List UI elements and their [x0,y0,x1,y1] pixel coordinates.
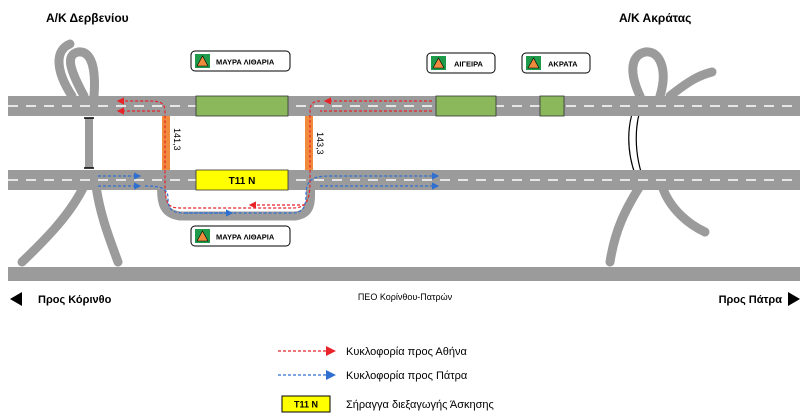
tunnel-mavra-litharia-upper [195,95,289,117]
tunnel-akrata [539,95,565,117]
crossover-right-km: 143,3 [315,132,325,155]
legend-athens-arrow-icon [326,346,336,356]
old-national-road [8,267,800,281]
sign-label: ΜΑΥΡΑ ΛΙΘΑΡΙΑ [216,233,275,242]
legend-athens-label: Κυκλοφορία προς Αθήνα [346,346,467,358]
legend-patra-arrow-icon [326,370,336,380]
legend-patra-label: Κυκλοφορία προς Πάτρα [346,370,468,382]
left-median-gap [85,118,93,168]
direction-left-label: Προς Κόρινθο [38,294,112,306]
crossover-left [162,116,170,170]
arrow-left-icon [10,292,22,306]
legend: Κυκλοφορία προς Αθήνα Κυκλοφορία προς Πά… [278,346,494,413]
tunnel-aigeira [435,95,497,117]
tunnel-warning-icon [527,57,540,69]
sign-label: ΑΚΡΑΤΑ [548,60,578,69]
diversion-road [157,181,316,221]
interchange-right-label: Α/Κ Ακράτας [619,11,691,25]
sign-akrata: ΑΚΡΑΤΑ [521,52,591,74]
interchange-left-label: Α/Κ Δερβενίου [46,11,129,25]
crossover-right [305,116,313,170]
sign-mavra-litharia-top: ΜΑΥΡΑ ΛΙΘΑΡΙΑ [190,50,291,72]
left-interchange-ramps [17,39,123,267]
crossover-left-km: 141,3 [172,128,182,151]
athens-traffic-path [116,97,432,209]
legend-tunnel-badge-label: T11 N [294,400,318,410]
tunnel-t11n [195,169,289,191]
tunnel-warning-icon [432,57,445,69]
tunnel-warning-icon [196,55,209,67]
tunnel-warning-icon [196,230,209,242]
patra-traffic-path [98,172,440,217]
direction-right-label: Προς Πάτρα [719,294,783,306]
road-name: ΠΕΟ Κορίνθου-Πατρών [358,292,453,302]
sign-label: ΜΑΥΡΑ ΛΙΘΑΡΙΑ [216,58,275,67]
tunnel-t11n-label: T11 N [229,176,256,187]
legend-tunnel-label: Σήραγγα διεξαγωγής Άσκησης [346,399,494,411]
right-interchange-ramps [605,47,717,267]
arrow-right-icon [788,292,800,306]
sign-label: ΑΙΓΕΙΡΑ [454,60,484,69]
sign-mavra-litharia-bottom: ΜΑΥΡΑ ΛΙΘΑΡΙΑ [190,225,291,247]
sign-aigeira: ΑΙΓΕΙΡΑ [426,52,496,74]
legend-tunnel-badge [281,395,331,413]
